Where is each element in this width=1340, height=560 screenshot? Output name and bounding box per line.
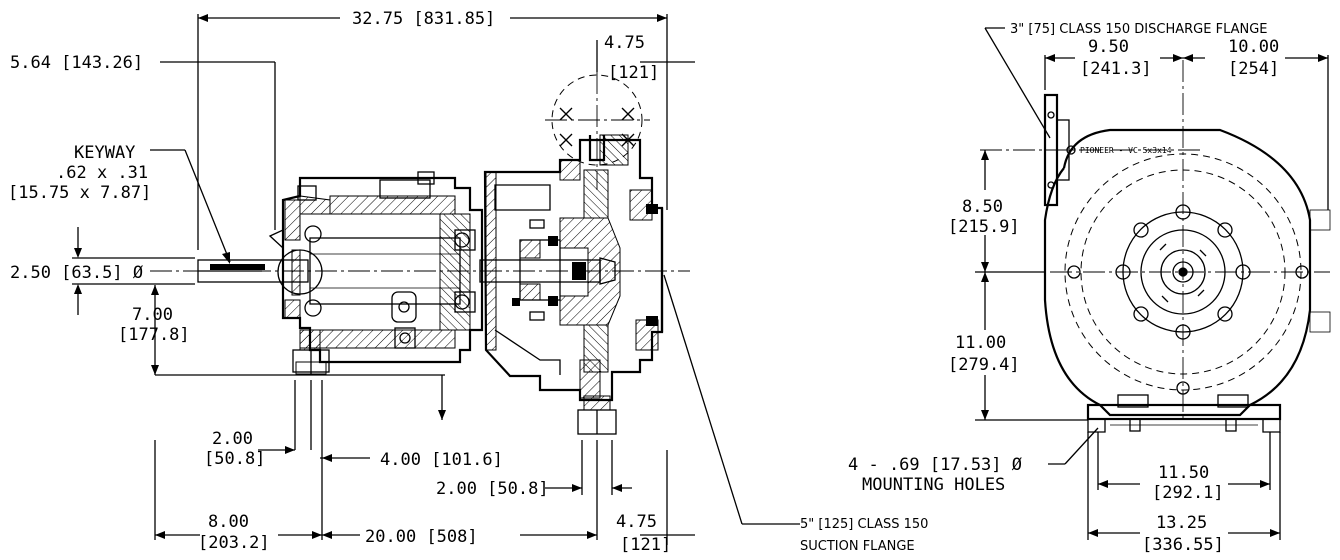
rear-dim-mm: [203.2] — [198, 533, 270, 553]
top-right-in: 4.75 — [604, 33, 645, 53]
foot-offset-label: 4.00 [101.6] — [380, 450, 503, 470]
foot-width-mm: [50.8] — [204, 449, 265, 469]
top-right-mm: [121] — [608, 63, 659, 83]
bottom-right-mm: [121] — [620, 535, 671, 555]
bolt-spacing-mm: [292.1] — [1152, 483, 1224, 503]
shaft-extension-label: 5.64 [143.26] — [10, 53, 143, 73]
upper-height-in: 8.50 — [962, 197, 1003, 217]
overall-length-label: 32.75 [831.85] — [352, 9, 495, 29]
lower-height-mm: [279.4] — [948, 355, 1020, 375]
foot-spacing-label: 20.00 [508] — [365, 527, 478, 547]
suction-flange-line2: SUCTION FLANGE — [800, 539, 915, 554]
base-width-mm: [336.55] — [1142, 535, 1224, 555]
discharge-flange-label: 3" [75] CLASS 150 DISCHARGE FLANGE — [1010, 22, 1268, 37]
left-discharge-mm: [241.3] — [1080, 59, 1152, 79]
front-view: PIONEER - VC 5x3x14 — [980, 60, 1331, 433]
support-foot-label: 2.00 [50.8] — [436, 479, 549, 499]
nameplate: PIONEER - VC 5x3x14 — [1080, 146, 1172, 155]
side-view — [150, 72, 690, 435]
bolt-spacing-in: 11.50 — [1158, 463, 1209, 483]
side-dimensions: 32.75 [831.85] 5.64 [143.26] KEYWAY .62 … — [8, 9, 928, 555]
shaft-height-mm: [177.8] — [118, 325, 190, 345]
shaft-diameter-label: 2.50 [63.5] Ø — [10, 263, 143, 283]
keyway-metric: [15.75 x 7.87] — [8, 183, 151, 203]
bolt-holes — [1067, 204, 1309, 395]
rear-dim-in: 8.00 — [208, 512, 249, 532]
right-discharge-mm: [254] — [1228, 59, 1279, 79]
keyway-size: .62 x .31 — [56, 163, 148, 183]
shaft-height-in: 7.00 — [132, 305, 173, 325]
lower-height-in: 11.00 — [955, 333, 1006, 353]
mounting-holes-label: MOUNTING HOLES — [862, 475, 1005, 495]
front-dimensions: 3" [75] CLASS 150 DISCHARGE FLANGE 9.50 … — [848, 22, 1329, 555]
base-width-in: 13.25 — [1156, 513, 1207, 533]
mounting-holes-size: 4 - .69 [17.53] Ø — [848, 455, 1022, 475]
upper-height-mm: [215.9] — [948, 217, 1020, 237]
bottom-right-in: 4.75 — [616, 512, 657, 532]
keyway-title: KEYWAY — [74, 143, 135, 163]
foot-width-in: 2.00 — [212, 429, 253, 449]
left-discharge-in: 9.50 — [1088, 37, 1129, 57]
suction-flange-line1: 5" [125] CLASS 150 — [800, 517, 928, 532]
right-discharge-in: 10.00 — [1228, 37, 1279, 57]
